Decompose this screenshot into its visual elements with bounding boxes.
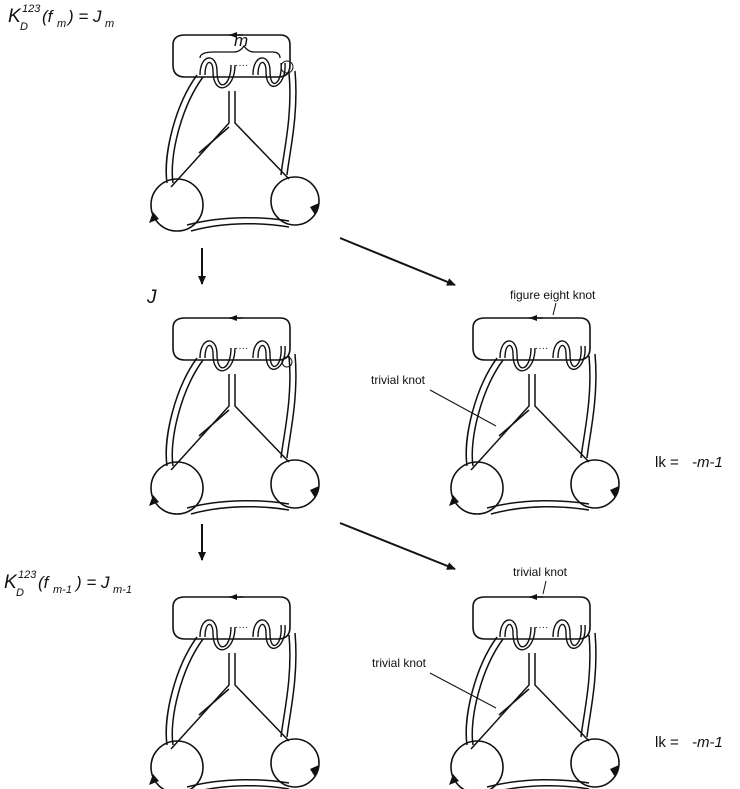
knot-diagram-trivial <box>448 593 620 789</box>
svg-text:lk =: lk = <box>655 454 679 471</box>
svg-text:123: 123 <box>22 3 41 15</box>
arrow-diag-2 <box>339 522 456 570</box>
svg-text:K: K <box>8 6 22 27</box>
lk-bottom: lk = -m-1 <box>655 734 723 751</box>
knot-diagram-jm-1 <box>148 593 320 789</box>
brace-label: m <box>234 31 248 50</box>
knot-diagram-jm: m <box>148 31 320 232</box>
figure-eight-label: figure eight knot <box>510 288 596 302</box>
svg-text:K: K <box>4 572 18 593</box>
svg-text:m-1: m-1 <box>53 584 72 596</box>
trivial-knot-inner-label: trivial knot <box>372 656 427 670</box>
svg-text:) = J: ) = J <box>66 7 102 26</box>
j-label: J <box>146 287 157 308</box>
arrow-diag-1 <box>339 237 456 286</box>
svg-text:m: m <box>105 18 114 30</box>
svg-text:-m-1: -m-1 <box>692 734 723 751</box>
lk-mid: lk = -m-1 <box>655 454 723 471</box>
svg-text:lk =: lk = <box>655 734 679 751</box>
svg-text:123: 123 <box>18 569 37 581</box>
svg-text:m: m <box>57 18 66 30</box>
formula-bottom: K D 123 (f m-1 ) = J m-1 <box>4 569 132 599</box>
svg-text:D: D <box>20 21 28 33</box>
trivial-knot-top-label: trivial knot <box>513 565 568 579</box>
trivial-knot-mid-label: trivial knot <box>371 373 426 387</box>
knot-diagram-j <box>148 314 320 515</box>
svg-text:) = J: ) = J <box>74 573 110 592</box>
svg-text:m-1: m-1 <box>113 584 132 596</box>
svg-text:D: D <box>16 587 24 599</box>
formula-top: K D 123 (f m ) = J m <box>8 3 114 33</box>
svg-text:(f: (f <box>38 573 51 592</box>
svg-text:(f: (f <box>42 7 55 26</box>
svg-text:-m-1: -m-1 <box>692 454 723 471</box>
